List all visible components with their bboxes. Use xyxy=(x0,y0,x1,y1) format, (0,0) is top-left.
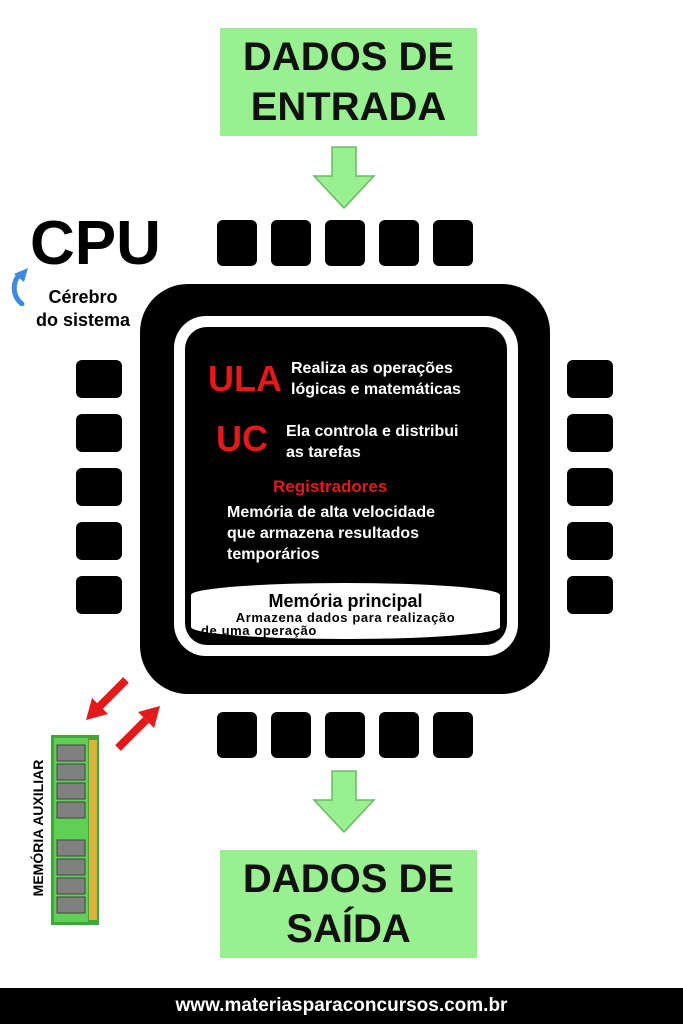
chip-pin-top-1 xyxy=(217,220,257,266)
main-memory-desc-line1: Armazena dados para realização xyxy=(235,610,456,625)
uc-label: UC xyxy=(216,418,268,459)
auxiliary-memory-label: MEMÓRIA AUXILIAR xyxy=(30,759,46,897)
cpu-subtitle-line1: Cérebro xyxy=(48,287,118,307)
curved-arrow-icon xyxy=(11,268,28,306)
input-line2: ENTRADA xyxy=(250,85,447,129)
red-arrow-to-memory-icon xyxy=(86,677,129,720)
main-memory-desc-line2: de uma operação xyxy=(201,623,317,638)
cpu-title: CPU xyxy=(30,209,161,278)
chip-pin-left-4 xyxy=(76,522,122,560)
ula-label: ULA xyxy=(208,358,282,399)
chip-pin-top-2 xyxy=(271,220,311,266)
chip-pin-right-3 xyxy=(567,468,613,506)
output-line2: SAÍDA xyxy=(286,907,411,951)
output-data-box: DADOS DE SAÍDA xyxy=(220,850,477,958)
cpu-subtitle-line2: do sistema xyxy=(35,310,131,330)
arrow-down-top-icon xyxy=(312,146,376,210)
chip-pin-right-2 xyxy=(567,414,613,452)
main-memory-box: Memória principal Armazena dados para re… xyxy=(191,583,500,639)
chip-pin-bottom-4 xyxy=(379,712,419,758)
chip-pin-bottom-1 xyxy=(217,712,257,758)
registradores-desc-line2: que armazena resultados xyxy=(227,525,420,542)
arrow-down-bottom-icon xyxy=(312,770,376,834)
chip-pin-top-3 xyxy=(325,220,365,266)
output-line1: DADOS DE xyxy=(242,857,455,901)
input-data-box: DADOS DE ENTRADA xyxy=(220,28,477,136)
chip-pin-left-2 xyxy=(76,414,122,452)
chip-pin-top-5 xyxy=(433,220,473,266)
registradores-desc-line1: Memória de alta velocidade xyxy=(227,504,436,521)
chip-pin-top-4 xyxy=(379,220,419,266)
registradores-label: Registradores xyxy=(273,477,388,496)
chip-pin-right-5 xyxy=(567,576,613,614)
chip-pin-bottom-5 xyxy=(433,712,473,758)
uc-desc-line1: Ela controla e distribui xyxy=(286,423,459,440)
registradores-description: Memória de alta velocidade que armazena … xyxy=(227,502,435,565)
cpu-subtitle: Cérebro do sistema xyxy=(28,286,138,332)
red-arrow-to-cpu-icon xyxy=(115,706,160,751)
uc-description: Ela controla e distribui as tarefas xyxy=(286,421,458,463)
registradores-desc-line3: temporários xyxy=(227,546,320,563)
chip-pin-left-5 xyxy=(76,576,122,614)
ula-desc-line1: Realiza as operações xyxy=(291,360,453,377)
chip-pin-right-4 xyxy=(567,522,613,560)
chip-pin-left-3 xyxy=(76,468,122,506)
input-line1: DADOS DE xyxy=(242,35,455,79)
chip-pin-bottom-2 xyxy=(271,712,311,758)
main-memory-title: Memória principal xyxy=(268,591,423,611)
ula-desc-line2: lógicas e matemáticas xyxy=(291,381,461,398)
footer-url: www.materiasparaconcursos.com.br xyxy=(0,988,683,1024)
chip-pin-bottom-3 xyxy=(325,712,365,758)
ula-description: Realiza as operações lógicas e matemátic… xyxy=(291,358,461,400)
ram-stick-icon xyxy=(51,735,99,925)
chip-pin-right-1 xyxy=(567,360,613,398)
chip-pin-left-1 xyxy=(76,360,122,398)
uc-desc-line2: as tarefas xyxy=(286,444,361,461)
